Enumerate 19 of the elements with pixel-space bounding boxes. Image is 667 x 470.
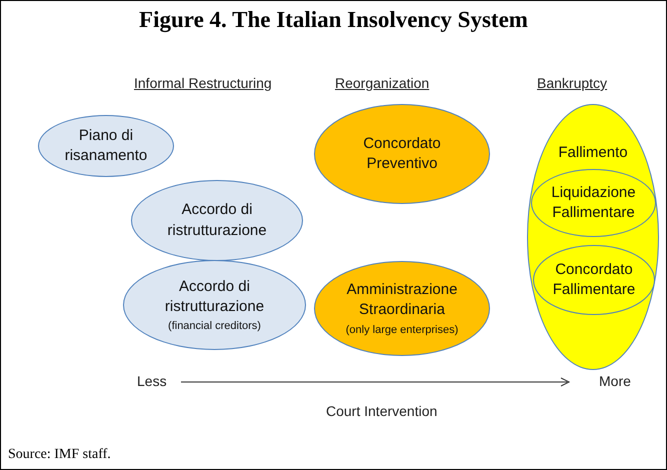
source-note: Source: IMF staff. [8,447,111,463]
node-label: Liquidazione Fallimentare [550,182,637,223]
node-label: Piano di risanamento [64,126,148,166]
node-label: Concordato Preventivo [362,134,442,174]
node-note: (only large enterprises) [346,322,458,337]
node-label: Accordo di ristrutturazione [164,276,266,317]
node-label: Concordato Fallimentare [552,260,636,300]
node-label: Fallimento [558,143,628,163]
scale-label: More [599,373,631,389]
scale-label: Less [137,373,167,389]
column-heading: Informal Restructuring [134,75,272,91]
ellipse-node [533,245,655,315]
column-heading: Bankruptcy [537,75,608,91]
column-heading: Reorganization [335,75,430,91]
figure-title: Figure 4. The Italian Insolvency System [138,7,529,33]
node-label: Accordo di ristrutturazione [166,200,268,240]
node-note: (financial creditors) [168,319,261,334]
node-label: Amministrazione Straordinaria [346,280,458,320]
axis-label: Court Intervention [326,403,438,419]
